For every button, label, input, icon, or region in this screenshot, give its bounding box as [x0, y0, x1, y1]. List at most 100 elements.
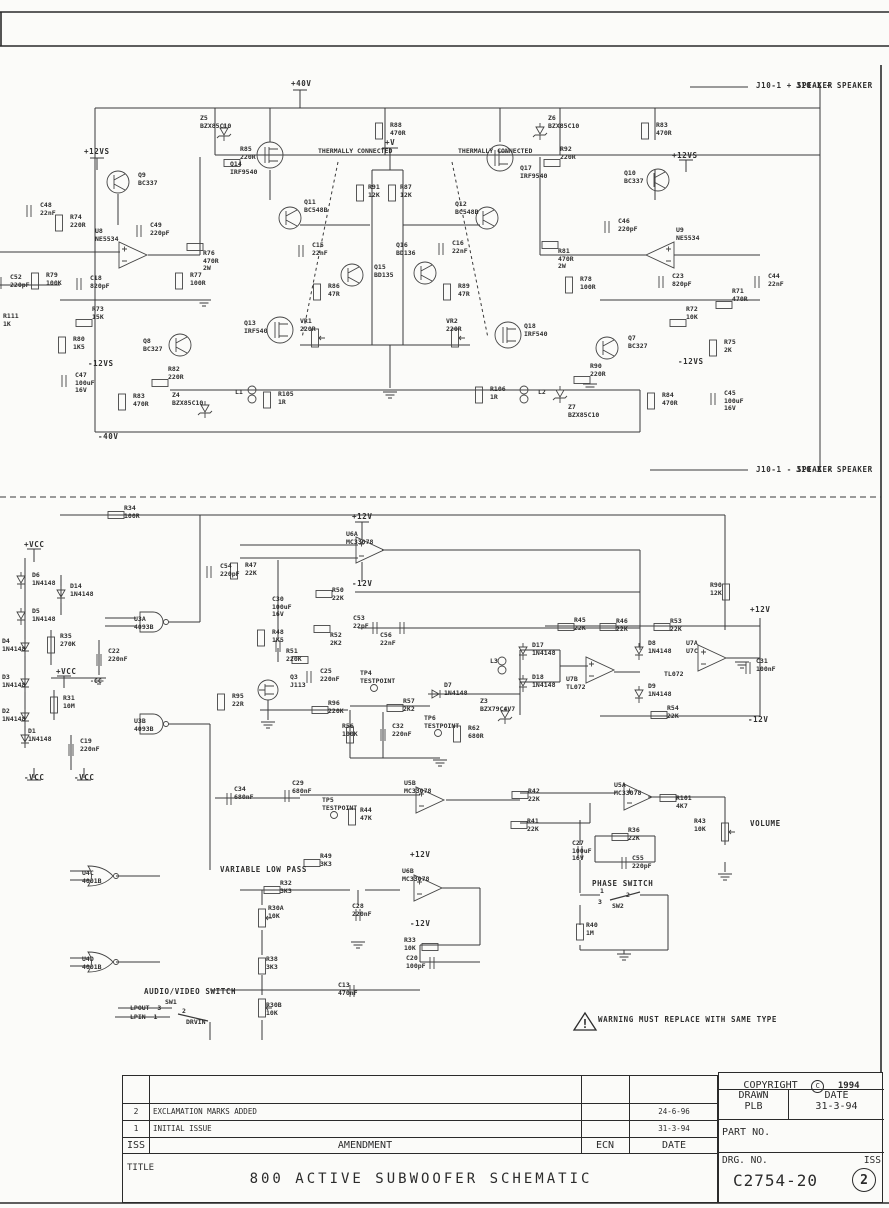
label-r96: R96 220K — [328, 699, 344, 715]
label-c32: C32 220nF — [392, 722, 412, 738]
label-vr1: VR1 220R — [300, 317, 316, 333]
amendment-row-2-iss: 2 — [133, 1107, 139, 1116]
label-r77: R77 100R — [190, 271, 206, 287]
label-r79: R79 100K — [46, 271, 62, 287]
label-c55: C55 220pF — [632, 854, 652, 870]
label--12v: -12V — [410, 919, 431, 928]
amendment-table: 2 EXCLAMATION MARKS ADDED 24-6-96 1 INIT… — [122, 1075, 719, 1203]
label--40v: -40V — [98, 432, 119, 441]
label-c49: C49 220pF — [150, 221, 170, 237]
page-frame — [0, 11, 889, 1204]
label-c29: C29 680nF — [292, 779, 312, 795]
label-volume: VOLUME — [750, 819, 781, 828]
label-c47: C47 100uF 16V — [75, 371, 95, 395]
label-z5: Z5 BZX85C10 — [200, 114, 232, 130]
label-q7: Q7 BC327 — [628, 334, 648, 350]
label-tl072: TL072 — [664, 670, 684, 678]
label-z7: Z7 BZX85C10 — [568, 403, 600, 419]
amendment-row-1-date: 31-3-94 — [658, 1124, 690, 1133]
label-r51: R51 220K — [286, 647, 302, 663]
label-variable-low-pass: VARIABLE LOW PASS — [220, 865, 307, 874]
label-u5a: U5A MC33078 — [614, 781, 642, 797]
speaker-pos-label: J10-1 + SPEAKER — [756, 81, 833, 90]
label-r33: R33 10K — [404, 936, 416, 952]
label-d4: D4 1N4148 — [2, 637, 26, 653]
label-r83: R83 470R — [656, 121, 672, 137]
label-c56: C56 22nF — [380, 631, 396, 647]
label-j10-1---speaker: J10-1 - SPEAKER — [796, 465, 873, 474]
label-r53: R53 22K — [670, 617, 682, 633]
svg-text:!: ! — [581, 1017, 588, 1031]
label-u3b: U3B 4093B — [134, 717, 154, 733]
label-r106: R106 1R — [490, 385, 506, 401]
drg-no-cell: DRG. NO. ISS C2754-20 2 — [719, 1153, 884, 1204]
label-r44: R44 47K — [360, 806, 372, 822]
label-z6: Z6 BZX85C10 — [548, 114, 580, 130]
label-c31: C31 100nF — [756, 657, 776, 673]
label-c30: C30 100uF 16V — [272, 595, 292, 619]
label-r105: R105 1R — [278, 390, 294, 406]
label-2: 2 — [626, 891, 630, 899]
label-tp5: TP5 TESTPOINT — [322, 796, 358, 812]
label-r84: R84 470R — [662, 391, 678, 407]
iss-badge: 2 — [852, 1168, 876, 1192]
label-u8: U8 NE5534 — [95, 227, 119, 243]
drg-no-value: C2754-20 — [733, 1170, 819, 1190]
label-d8: D8 1N4148 — [648, 639, 672, 655]
label-r89: R89 47R — [458, 282, 470, 298]
label-r50: R50 22K — [332, 586, 344, 602]
label-+vcc: +VCC — [56, 667, 77, 676]
label-r76: R76 470R 2W — [203, 249, 219, 273]
label-r111: R111 1K — [3, 312, 19, 328]
label-r32: R32 3K3 — [280, 879, 292, 895]
label-r30a: R30A 10K — [268, 904, 284, 920]
label-r86: R86 47R — [328, 282, 340, 298]
label-l2: L2 — [538, 388, 546, 396]
label-u6b: U6B MC33078 — [402, 867, 430, 883]
label-q17: Q17 IRF9540 — [520, 164, 548, 180]
label-sw1: SW1 — [165, 998, 177, 1006]
label-d7: D7 1N4148 — [444, 681, 468, 697]
label-thermally-connected: THERMALLY CONNECTED — [318, 147, 393, 155]
label-+12v: +12V — [750, 605, 771, 614]
label-+40v: +40V — [291, 79, 312, 88]
label-q13: Q13 IRF540 — [244, 319, 268, 335]
label-r31: R31 10M — [63, 694, 75, 710]
label-c52: C52 220pF — [10, 273, 30, 289]
label-+v: +V — [385, 138, 396, 147]
label-r36: R36 22K — [628, 826, 640, 842]
label-r56: R56 100K — [342, 722, 358, 738]
label-d18: D18 1N4148 — [532, 673, 556, 689]
label--12v: -12V — [352, 579, 373, 588]
label-r91: R91 12K — [368, 183, 380, 199]
label-2: 2 — [182, 1007, 186, 1015]
label-r40: R40 1M — [586, 921, 598, 937]
label-c27: C27 100uF 16V — [572, 839, 592, 863]
label-lpout-3: LPOUT 3 — [130, 1004, 162, 1012]
label-u5b: U5B MC33078 — [404, 779, 432, 795]
label-r85: R85 220R — [240, 145, 256, 161]
amendment-row-2-text: EXCLAMATION MARKS ADDED — [153, 1107, 257, 1116]
title-label: TITLE — [127, 1163, 155, 1173]
info-block: COPYRIGHT C 1994 DRAWN PLB DATE 31-3-94 … — [718, 1072, 884, 1204]
label-r62: R62 680R — [468, 724, 484, 740]
label-+vcc: +VCC — [24, 540, 45, 549]
label--vcc: -VCC — [24, 773, 45, 782]
label-3: 3 — [598, 898, 602, 906]
label-d17: D17 1N4148 — [532, 641, 556, 657]
label--vcc: -VCC — [74, 773, 95, 782]
label-c22: C22 220nF — [108, 647, 128, 663]
label-q11: Q11 BC548B — [304, 198, 328, 214]
amendment-header-amendment: AMENDMENT — [337, 1139, 393, 1151]
label-r90: R90 220R — [590, 362, 606, 378]
label-c19: C19 220nF — [80, 737, 100, 753]
label-+12v: +12V — [352, 512, 373, 521]
label-r43: R43 10K — [694, 817, 706, 833]
label-q12: Q12 BC548B — [455, 200, 479, 216]
copyright-symbol: C — [811, 1079, 825, 1093]
label-r92: R92 220R — [560, 145, 576, 161]
label-d1: D1 1N4148 — [28, 727, 52, 743]
label-drvin: DRVIN — [186, 1018, 206, 1026]
label-c44: C44 22nF — [768, 272, 784, 288]
